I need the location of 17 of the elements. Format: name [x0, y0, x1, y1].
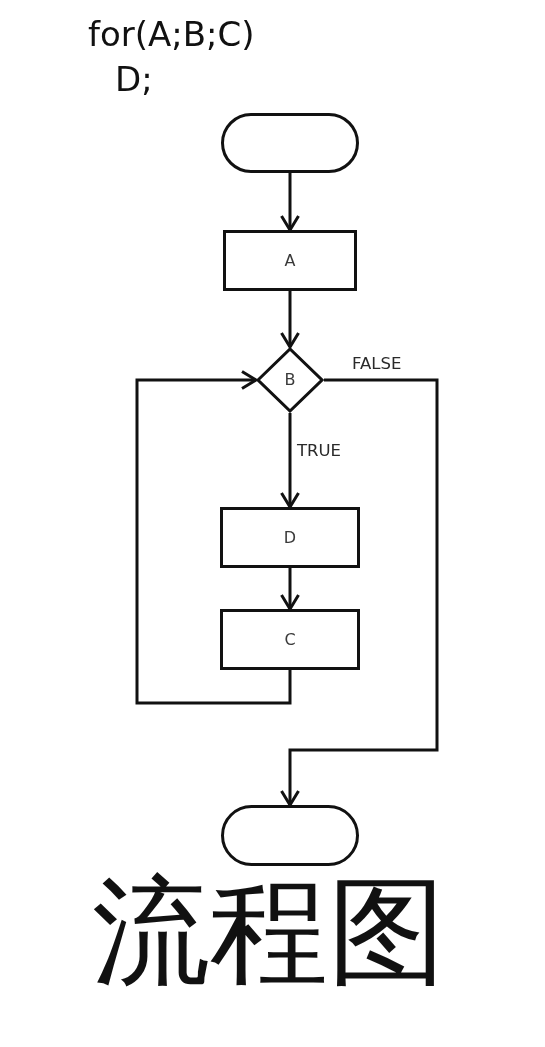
node-label: A	[284, 251, 296, 270]
arrow	[280, 413, 300, 509]
process-box	[223, 230, 357, 291]
process-box	[220, 609, 360, 670]
code-line: D;	[115, 59, 153, 100]
code-line: for(A;B;C)	[88, 14, 255, 55]
process-box	[220, 507, 360, 568]
caption: 流程图	[92, 872, 446, 990]
arrow	[135, 370, 292, 705]
arrow	[280, 173, 300, 232]
node-label: D	[283, 528, 297, 547]
node-label: B	[284, 371, 296, 389]
decision-diamond	[256, 347, 324, 413]
arrow	[280, 378, 439, 807]
node-label: C	[284, 630, 296, 649]
arrow	[280, 291, 300, 349]
arrow	[280, 568, 300, 611]
